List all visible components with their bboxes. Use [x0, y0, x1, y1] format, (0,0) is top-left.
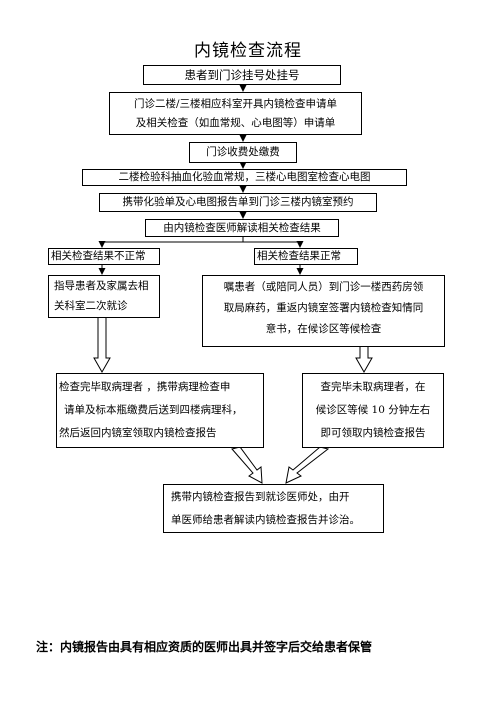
step-blood-ecg: 二楼检验科抽血化验血常规，三楼心电图室检查心电图 [82, 169, 407, 186]
pathology-step: 检查完毕取病理者 ，携带病理检查申 请单及标本瓶缴费后送到四楼病理科， 然后返回… [56, 373, 264, 448]
step-result-review: 由内镜检查医师解读相关检查结果 [145, 219, 339, 237]
branch-normal: 相关检查结果正常 [254, 248, 358, 265]
pathology-line2: 请单及标本瓶缴费后送到四楼病理科， [64, 404, 243, 416]
no-pathology-step: 查完毕未取病理者，在 候诊区等候 10 分钟左右 即可领取内镜检查报告 [302, 373, 444, 448]
final-line2: 单医师给患者解读内镜检查报告并诊治。 [171, 514, 360, 526]
step-application-line1: 门诊二楼/三楼相应科室开具内镜检查申请单 [133, 98, 338, 110]
normal-action-line1: 嘱患者（或陪同人员）到门诊一楼西药房领 [223, 281, 424, 293]
branch-abnormal-text: 相关检查结果不正常 [51, 250, 146, 262]
final-line1: 携带内镜检查报告到就诊医师处，由开 [171, 491, 350, 503]
normal-action: 嘱患者（或陪同人员）到门诊一楼西药房领 取局麻药，重返内镜室签署内镜检查知情同 … [202, 275, 445, 347]
step-blood-ecg-text: 二楼检验科抽血化验血常规，三楼心电图室检查心电图 [118, 171, 371, 183]
page-title: 内镜检查流程 [194, 41, 302, 61]
branch-normal-text: 相关检查结果正常 [257, 250, 341, 262]
abnormal-action-line2: 关科室二次就诊 [54, 300, 128, 312]
hollow-arrow-nopathology-final [285, 446, 330, 484]
hollow-arrow-left [93, 316, 111, 374]
hollow-arrow-pathology-final [231, 446, 263, 484]
step-application-line2: 及相关检查（如血常规、心电图等）申请单 [135, 117, 336, 129]
hollow-arrow-right [355, 345, 373, 374]
normal-action-line2: 取局麻药，重返内镜室签署内镜检查知情同 [223, 302, 424, 314]
final-step: 携带内镜检查报告到就诊医师处，由开 单医师给患者解读内镜检查报告并诊治。 [163, 484, 384, 533]
step-application: 门诊二楼/三楼相应科室开具内镜检查申请单 及相关检查（如血常规、心电图等）申请单 [109, 92, 362, 135]
step-payment: 门诊收费处缴费 [189, 142, 297, 163]
no-pathology-line3: 即可领取内镜检查报告 [320, 427, 426, 439]
step-result-review-text: 由内镜检查医师解读相关检查结果 [163, 222, 321, 234]
pathology-line1: 检查完毕取病理者 ，携带病理检查申 [59, 381, 231, 393]
step-register-text: 患者到门诊挂号处挂号 [184, 68, 300, 82]
footer-note: 注：内镜报告由具有相应资质的医师出具并签字后交给患者保管 [36, 640, 373, 654]
abnormal-action: 指导患者及家属去相 关科室二次就诊 [48, 275, 160, 318]
pathology-line3: 然后返回内镜室领取内镜检查报告 [59, 427, 217, 439]
branch-abnormal: 相关检查结果不正常 [48, 248, 160, 265]
step-appointment: 携带化验单及心电图报告单到门诊三楼内镜室预约 [99, 193, 377, 212]
normal-action-line3: 意书，在候诊区等候检查 [265, 323, 382, 335]
no-pathology-line2: 候诊区等候 10 分钟左右 [315, 404, 431, 416]
step-register: 患者到门诊挂号处挂号 [143, 65, 341, 85]
step-appointment-text: 携带化验单及心电图报告单到门诊三楼内镜室预约 [122, 196, 354, 208]
step-payment-text: 门诊收费处缴费 [206, 146, 280, 158]
abnormal-action-line1: 指导患者及家属去相 [54, 280, 149, 292]
no-pathology-line1: 查完毕未取病理者，在 [320, 381, 426, 393]
